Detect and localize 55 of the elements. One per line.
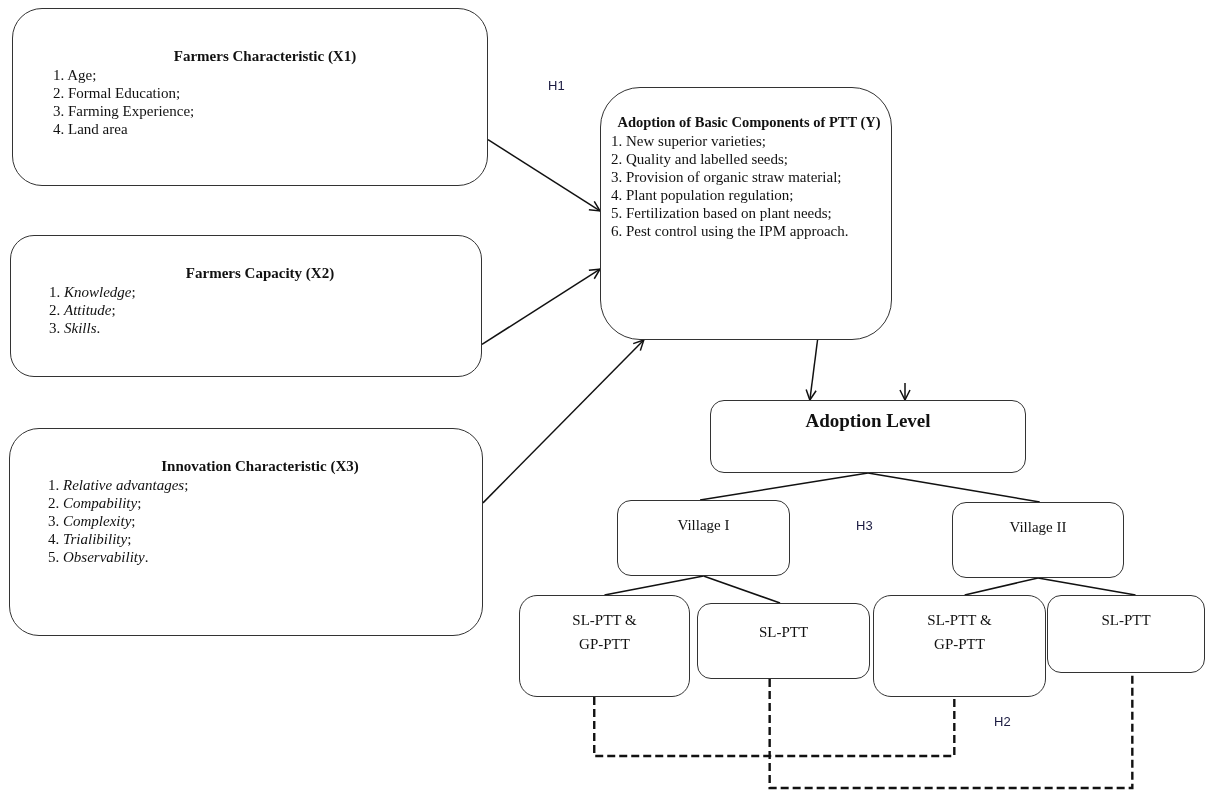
rounded-box [697,603,870,679]
rounded-box [10,235,482,377]
box-text: SL-PTT & GP-PTT [926,611,993,654]
connector-line [699,472,869,501]
box-text: SL-PTT & GP-PTT [571,611,638,654]
list-item: 5. Fertilization based on plant needs; [611,204,833,222]
list-item: 1. Relative advantages; [48,476,190,494]
rounded-box [9,428,483,636]
hypothesis-label: H3 [856,518,873,533]
list-item: 1. Age; [53,66,98,84]
box-text: Village I [676,516,731,535]
arrow [481,268,601,346]
box-text: SL-PTT [757,623,810,642]
hypothesis-label: H1 [548,78,565,93]
rounded-box [952,502,1124,578]
list-item: 3. Skills. [49,319,102,337]
connector-line [702,575,781,604]
list-item: 3. Farming Experience; [53,102,196,120]
box-text: Adoption Level [804,411,932,431]
arrow [805,339,819,401]
rounded-box [617,500,790,576]
box-heading: Innovation Characteristic (X3) [160,457,360,475]
rounded-box [710,400,1026,473]
connector-line [1037,577,1137,596]
rounded-box [600,87,892,340]
box-text: Village II [1008,518,1068,537]
box-heading: Farmers Capacity (X2) [184,264,336,282]
rounded-box [12,8,488,186]
list-item: 4. Plant population regulation; [611,186,795,204]
rounded-box [1047,595,1205,673]
box-heading: Adoption of Basic Components of PTT (Y) [616,113,882,131]
arrow [487,138,601,212]
list-item: 3. Complexity; [48,512,137,530]
list-item: 1. New superior varieties; [611,132,767,150]
arrow [899,382,911,401]
list-item: 4. Land area [53,120,129,138]
dashed-connector [593,697,956,758]
list-item: 4. Trialibility; [48,530,133,548]
box-text: SL-PTT [1100,611,1152,630]
list-item: 1. Knowledge; [49,283,137,301]
list-item: 2. Formal Education; [53,84,182,102]
list-item: 6. Pest control using the IPM approach. [611,222,850,240]
dashed-connector [768,673,1134,790]
rounded-box [873,595,1046,697]
list-item: 2. Compability; [48,494,143,512]
rounded-box [519,595,690,697]
box-heading: Farmers Characteristic (X1) [172,47,358,65]
arrow [482,339,645,504]
list-item: 5. Observability. [48,548,150,566]
connector-line [867,472,1041,503]
hypothesis-label: H2 [994,714,1011,729]
list-item: 2. Attitude; [49,301,117,319]
list-item: 2. Quality and labelled seeds; [611,150,790,168]
connector-line [603,575,705,596]
list-item: 3. Provision of organic straw material; [611,168,843,186]
